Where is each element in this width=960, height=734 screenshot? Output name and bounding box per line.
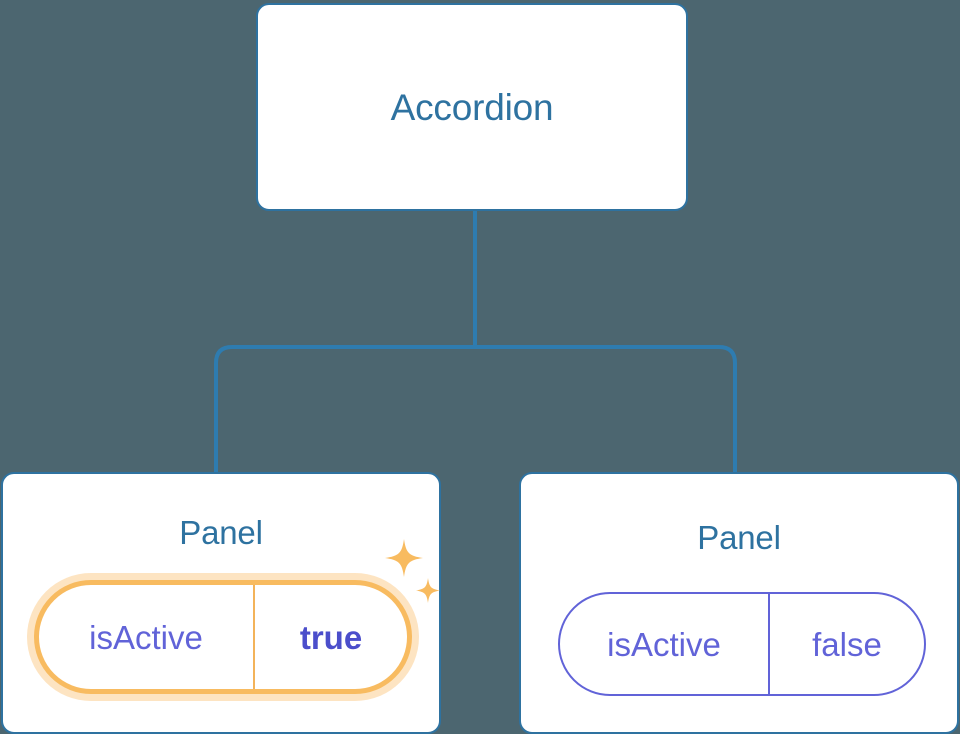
node-accordion[interactable]: Accordion (256, 3, 688, 211)
prop-pill-isactive-true[interactable]: isActive true (34, 580, 412, 694)
prop-pill-isactive-false[interactable]: isActive false (558, 592, 926, 696)
node-panel-left[interactable]: Panel isActive true (1, 472, 441, 734)
sparkle-small-icon (416, 578, 440, 603)
sparkle-group (378, 534, 448, 614)
node-panel-left-title: Panel (179, 514, 263, 551)
node-accordion-title: Accordion (390, 87, 554, 128)
prop-value: true (299, 618, 363, 656)
prop-key: isActive (560, 594, 770, 694)
connector-bar-left (214, 345, 475, 474)
prop-key: isActive (39, 585, 255, 689)
node-panel-right[interactable]: Panel isActive false (519, 472, 959, 734)
sparkle-large-icon (385, 539, 423, 577)
prop-value: false (812, 625, 882, 663)
connector-bar-right (475, 345, 737, 474)
node-panel-right-title: Panel (697, 519, 781, 556)
